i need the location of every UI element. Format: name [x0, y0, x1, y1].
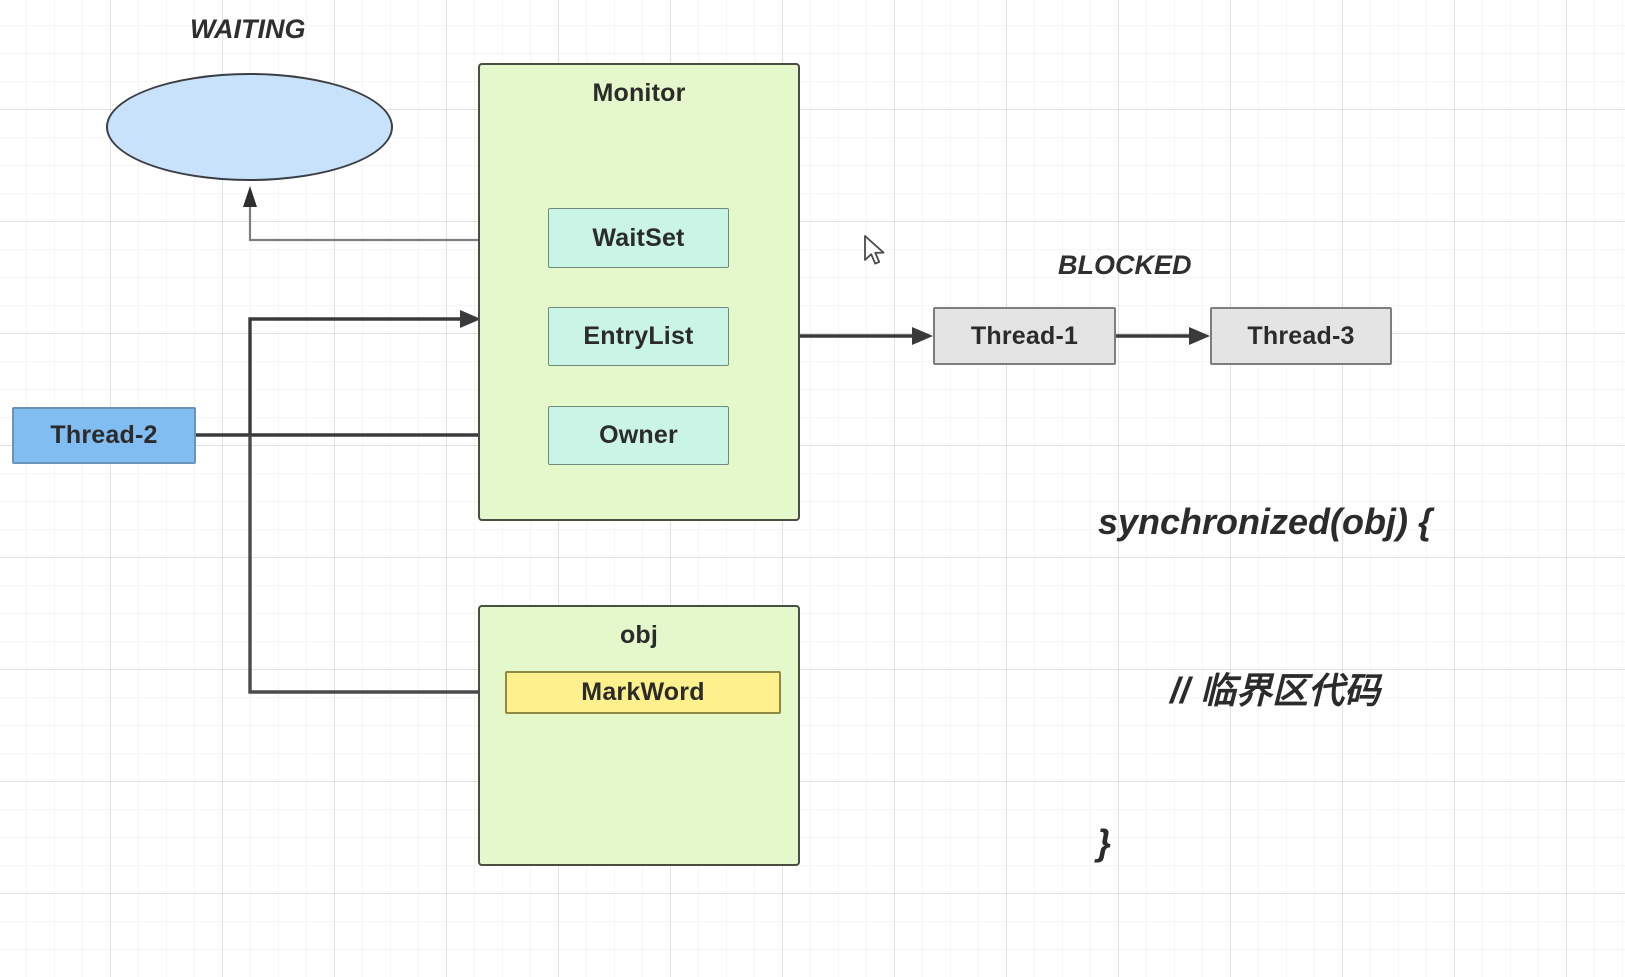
mouse-pointer-icon — [864, 235, 885, 265]
monitor-field-owner[interactable]: Owner — [548, 406, 729, 465]
code-line-synchronized: synchronized(obj) { — [1098, 501, 1433, 542]
link-thread1-to-thread3 — [1116, 327, 1210, 345]
monitor-field-entrylist-label: EntryList — [583, 322, 694, 350]
code-line-comment: // 临界区代码 — [1170, 670, 1381, 711]
thread-box-thread-2-label: Thread-2 — [50, 421, 158, 449]
thread-box-thread-1[interactable]: Thread-1 — [933, 307, 1116, 365]
monitor-field-entrylist[interactable]: EntryList — [548, 307, 729, 366]
monitor-field-waitset[interactable]: WaitSet — [548, 208, 729, 268]
thread-box-thread-3[interactable]: Thread-3 — [1210, 307, 1392, 365]
state-label-waiting: WAITING — [190, 14, 306, 44]
waiting-ellipse-node[interactable] — [106, 73, 393, 181]
obj-box[interactable]: obj — [478, 605, 800, 866]
monitor-title: Monitor — [592, 79, 686, 107]
thread-box-thread-2[interactable]: Thread-2 — [12, 407, 196, 464]
state-label-blocked: BLOCKED — [1058, 250, 1192, 280]
link-thread2-to-markword — [248, 435, 505, 694]
obj-field-markword-label: MarkWord — [581, 678, 705, 706]
thread-box-thread-3-label: Thread-3 — [1247, 321, 1355, 350]
thread-box-thread-1-label: Thread-1 — [970, 321, 1079, 350]
code-line-close-brace: } — [1097, 822, 1112, 863]
monitor-field-waitset-label: WaitSet — [592, 223, 685, 252]
link-thread2-to-entrylist — [248, 310, 481, 435]
obj-title: obj — [619, 621, 659, 649]
obj-field-markword[interactable]: MarkWord — [505, 671, 781, 714]
monitor-field-owner-label: Owner — [599, 421, 678, 449]
